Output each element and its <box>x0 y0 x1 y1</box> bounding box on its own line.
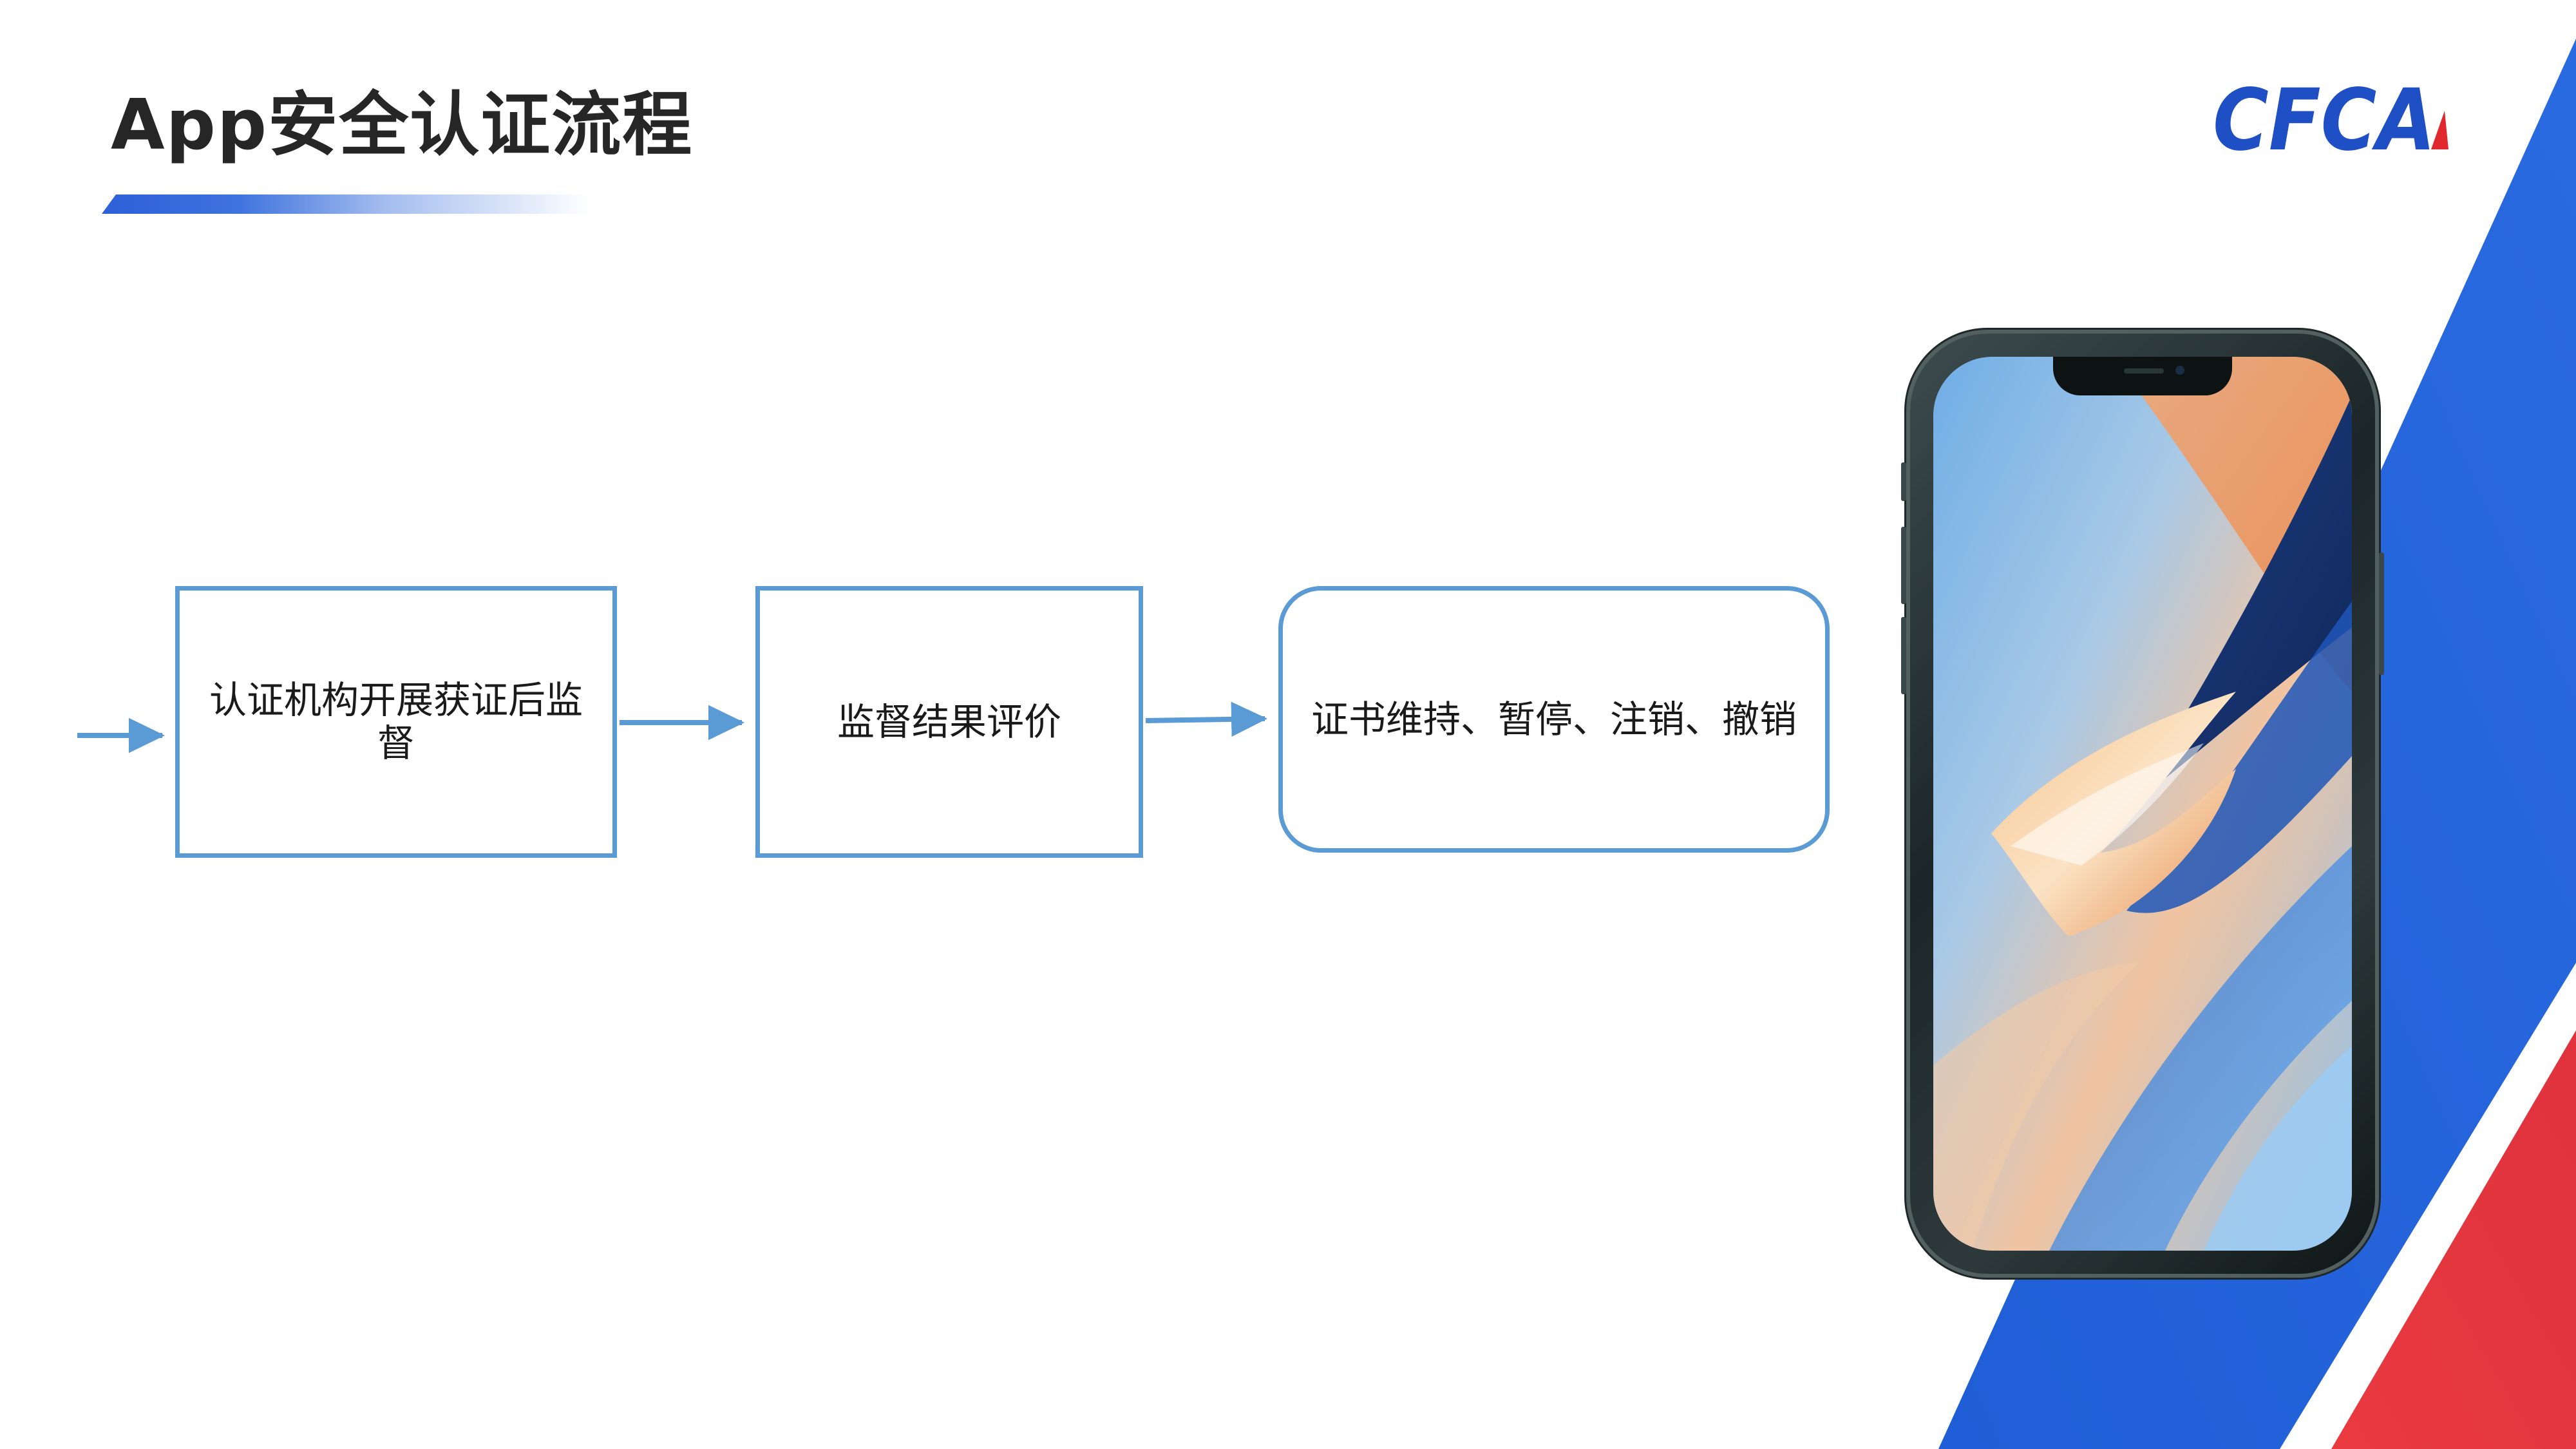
smartphone-icon <box>1901 334 2384 1274</box>
flow-step-evaluation: 监督结果评价 <box>755 586 1143 858</box>
phone-volume-down <box>1901 617 1906 694</box>
flow-step-label: 监督结果评价 <box>837 699 1061 744</box>
flow-step-label: 认证机构开展获证后监督 <box>209 678 583 765</box>
phone-camera-icon <box>2175 366 2184 375</box>
phone-volume-up <box>1901 527 1906 604</box>
logo-text: CFCA <box>2213 77 2436 161</box>
phone-speaker <box>2124 368 2164 374</box>
red-stripe <box>2331 1030 2576 1449</box>
arrow-step2-to-step3 <box>1145 701 1267 737</box>
flow-step-certificate-status: 证书维持、暂停、注销、撤销 <box>1278 586 1830 853</box>
phone-power-button <box>2379 553 2384 675</box>
flow-step-supervision: 认证机构开展获证后监督 <box>175 586 617 858</box>
title-underline <box>102 194 591 214</box>
page-title: App安全认证流程 <box>111 85 694 166</box>
phone-notch <box>2053 357 2232 395</box>
phone-screen-wallpaper <box>1933 357 2352 1251</box>
cfca-logo: CFCA <box>2213 77 2448 161</box>
flow-step-label: 证书维持、暂停、注销、撤销 <box>1311 697 1797 741</box>
logo-red-accent <box>2431 111 2448 149</box>
phone-mute-switch <box>1901 462 1906 501</box>
